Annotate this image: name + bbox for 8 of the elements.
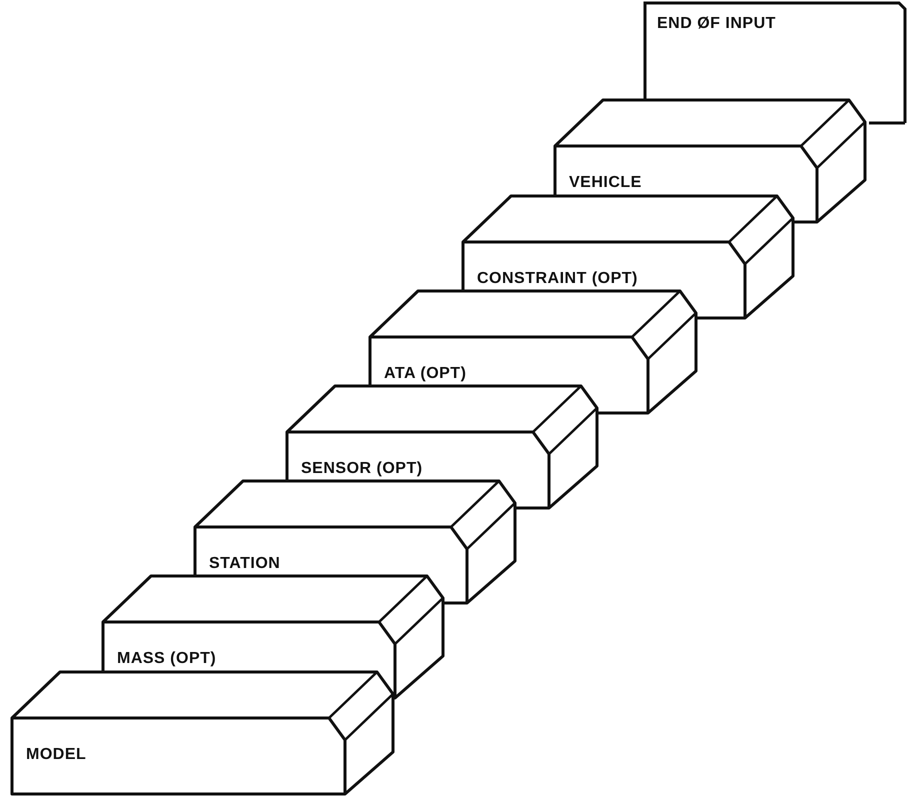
- block-label: CONSTRAINT (OPT): [477, 270, 638, 288]
- block-label: VEHICLE: [569, 174, 642, 192]
- block-label: STATION: [209, 555, 280, 573]
- card-label: END ØF INPUT: [657, 15, 776, 33]
- block-label: ATA (OPT): [384, 365, 466, 383]
- block-label: MODEL: [26, 746, 86, 764]
- block-label: SENSOR (OPT): [301, 460, 423, 478]
- block-label: MASS (OPT): [117, 650, 216, 668]
